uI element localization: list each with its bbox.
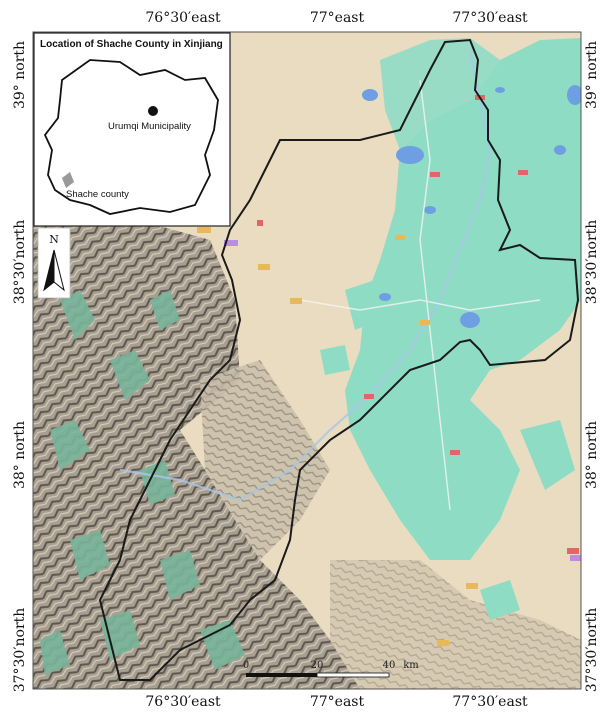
scale-unit: km bbox=[403, 660, 419, 671]
left-lat-label: 38°30′north bbox=[12, 220, 28, 305]
mountain-vegetation bbox=[40, 290, 245, 675]
shache-county-boundary bbox=[98, 38, 580, 681]
scale-tick-label: 0 bbox=[243, 660, 249, 671]
left-lat-label: 39° north bbox=[12, 41, 28, 109]
right-lat-label: 37°30′north bbox=[584, 608, 600, 693]
scale-segment bbox=[316, 672, 390, 678]
mountain-foothills bbox=[200, 360, 330, 560]
north-arrow: N bbox=[37, 227, 71, 299]
scale-segment bbox=[246, 673, 317, 677]
scale-tick-label: 20 bbox=[311, 660, 324, 671]
oasis-main bbox=[345, 38, 581, 560]
oasis-patch bbox=[320, 345, 350, 375]
top-lon-label: 77°east bbox=[310, 10, 365, 26]
mountain-foothills-south bbox=[330, 560, 581, 689]
north-label: N bbox=[49, 233, 59, 246]
bottom-lon-label: 77°30′east bbox=[452, 694, 528, 710]
roads bbox=[299, 79, 541, 511]
water-bodies bbox=[362, 85, 581, 328]
oasis-north bbox=[380, 38, 500, 150]
map-border bbox=[32, 31, 582, 690]
urumqi-marker bbox=[148, 106, 158, 116]
mountain-terrain bbox=[33, 200, 360, 689]
right-lat-label: 39° north bbox=[584, 41, 600, 109]
oasis-patch-south bbox=[480, 580, 520, 620]
shache-county-label: Shache county bbox=[66, 189, 129, 200]
inset-title: Location of Shache County in Xinjiang bbox=[40, 39, 223, 50]
scale-tick-label: 40 bbox=[383, 660, 396, 671]
top-lon-label: 76°30′east bbox=[145, 10, 221, 26]
urumqi-label: Urumqi Municipality bbox=[108, 121, 191, 132]
shache-county-marker bbox=[62, 172, 74, 188]
oasis-west-lobe bbox=[345, 280, 380, 330]
yarkand-river bbox=[119, 49, 492, 502]
map-canvas bbox=[33, 32, 581, 689]
bottom-lon-label: 76°30′east bbox=[145, 694, 221, 710]
right-lat-label: 38°30′north bbox=[584, 220, 600, 305]
bottom-lon-label: 77°east bbox=[310, 694, 365, 710]
right-lat-label: 38° north bbox=[584, 421, 600, 489]
top-lon-label: 77°30′east bbox=[452, 10, 528, 26]
left-lat-label: 38° north bbox=[12, 421, 28, 489]
left-lat-label: 37°30′north bbox=[12, 608, 28, 693]
xinjiang-outline bbox=[43, 59, 219, 215]
scale-bar: 0 20 40 km bbox=[243, 660, 419, 678]
oasis-patch-east bbox=[520, 420, 575, 490]
inset-map: Location of Shache County in Xinjiang Ur… bbox=[33, 32, 231, 227]
